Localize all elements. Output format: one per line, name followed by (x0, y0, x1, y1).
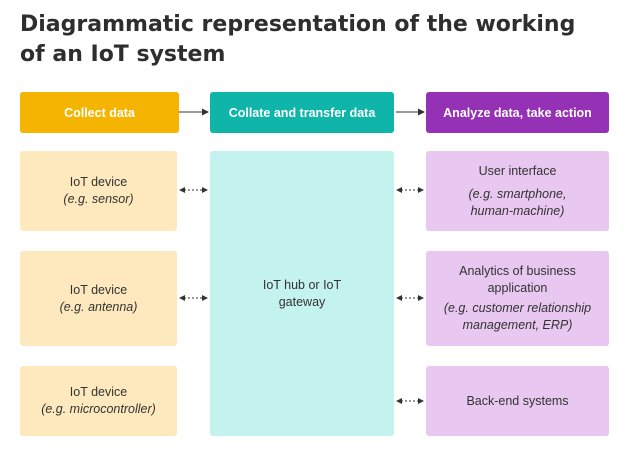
header-analyze-action: Analyze data, take action (426, 92, 609, 133)
device-label: IoT device (69, 282, 128, 297)
device-box-antenna: IoT device (e.g. antenna) (20, 251, 177, 346)
action-box-back-end-systems: Back-end systems (426, 366, 609, 436)
device-example: (e.g. microcontroller) (41, 402, 156, 416)
action-label: Back-end systems (466, 393, 569, 408)
header-collate-transfer: Collate and transfer data (210, 92, 394, 133)
iot-hub-gateway-box: IoT hub or IoT gateway (210, 151, 394, 436)
device-label: IoT device (69, 175, 128, 189)
header-collect-data: Collect data (20, 92, 179, 133)
title-line-2: of an IoT system (20, 42, 226, 67)
hub-label-line-2: gateway (278, 294, 326, 309)
action-box-business-analytics: Analytics of business application (e.g. … (426, 251, 609, 346)
action-label-line-1: Analytics of business (459, 264, 576, 278)
diagram-title: Diagrammatic representation of the worki… (20, 10, 610, 70)
hub-label-line-1: IoT hub or IoT (262, 277, 342, 292)
device-example: (e.g. sensor) (63, 192, 134, 206)
device-box-sensor: IoT device (e.g. sensor) (20, 151, 177, 231)
action-example-line-2: human-machine) (470, 203, 565, 218)
action-label-line-2: application (487, 281, 548, 295)
action-box-user-interface: User interface (e.g. smartphone, human-m… (426, 151, 609, 231)
title-line-1: Diagrammatic representation of the worki… (20, 12, 576, 37)
device-example: (e.g. antenna) (59, 299, 138, 314)
device-box-microcontroller: IoT device (e.g. microcontroller) (20, 366, 177, 436)
action-label: User interface (478, 163, 557, 178)
action-example-line-2: management, ERP) (462, 318, 573, 332)
action-example-line-1: (e.g. smartphone, (468, 186, 567, 201)
device-label: IoT device (69, 385, 128, 399)
action-example-line-1: (e.g. customer relationship (443, 301, 592, 315)
